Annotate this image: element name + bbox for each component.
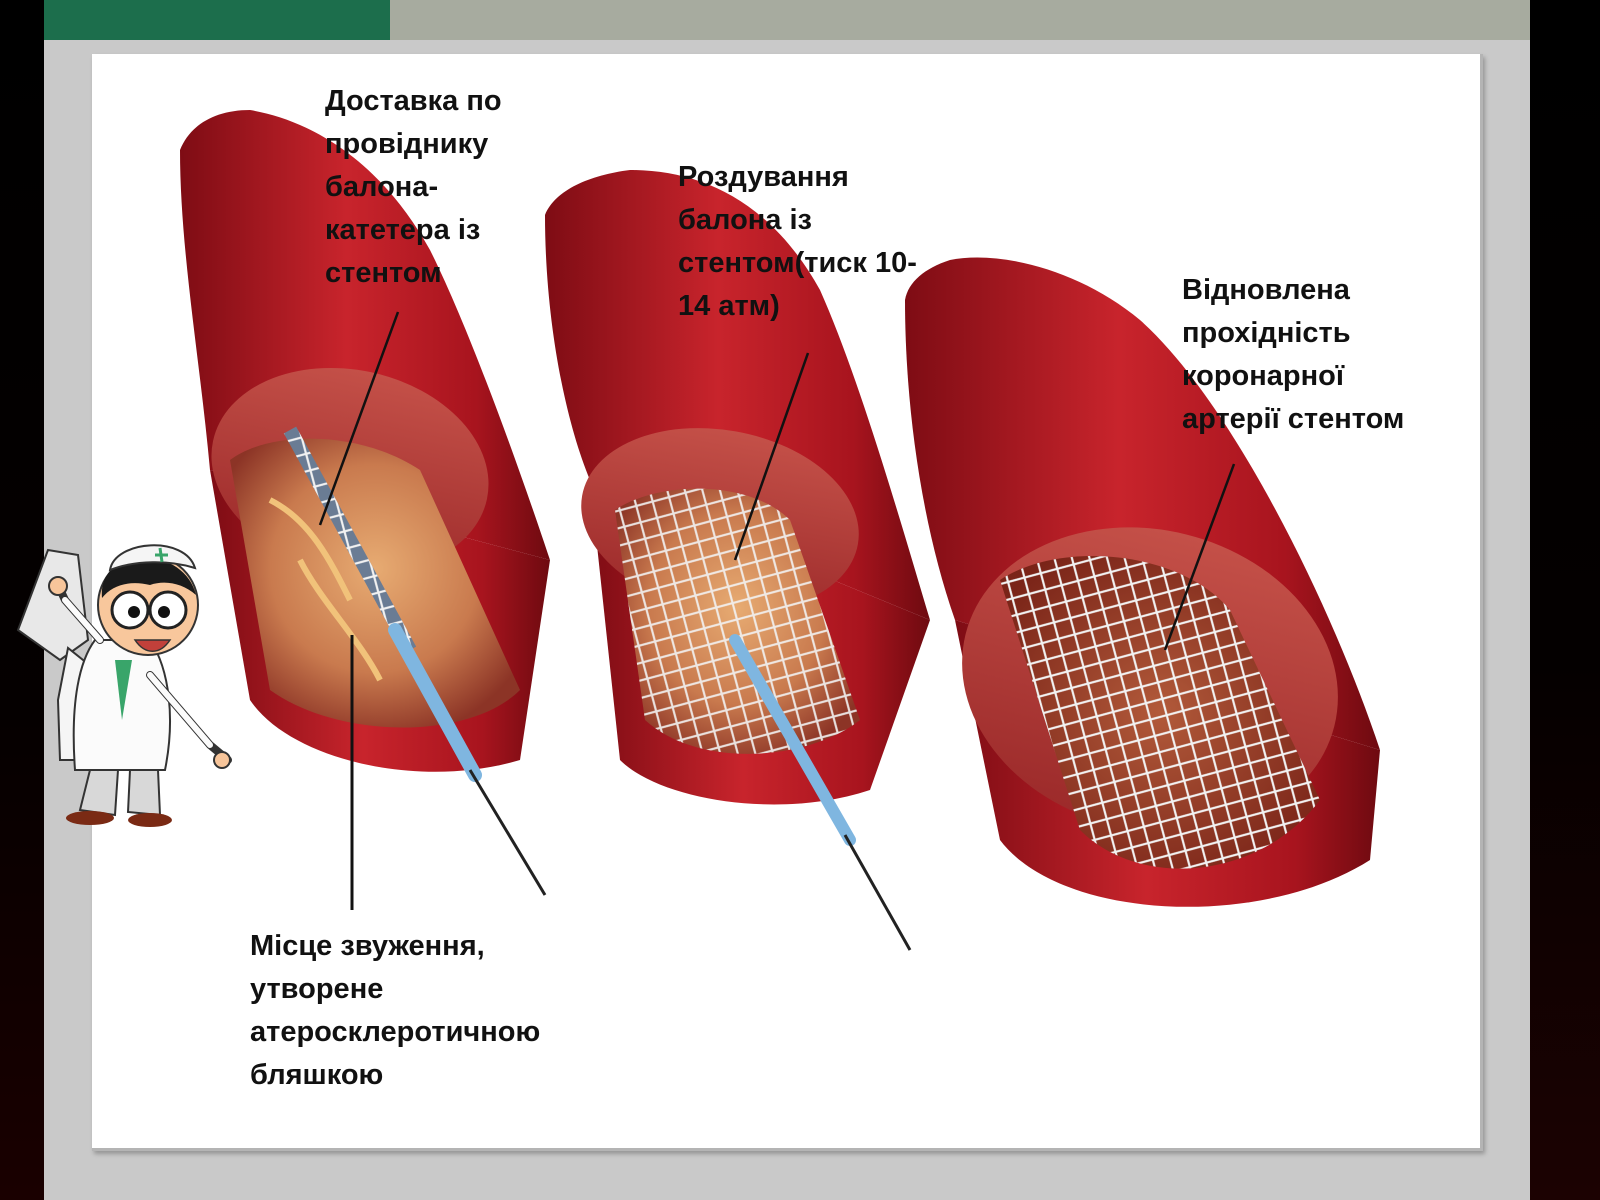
artery-3 bbox=[905, 257, 1380, 907]
background-right-edge bbox=[1530, 0, 1600, 1200]
cartoon-doctor-icon bbox=[16, 544, 232, 827]
leader-line-delivery bbox=[318, 311, 400, 526]
artery-1 bbox=[180, 110, 550, 896]
label-restored: Відновлена прохідність коронарної артері… bbox=[1182, 274, 1405, 435]
label-narrowing: Місце звуження, утворене атеросклеротичн… bbox=[250, 930, 541, 1091]
label-delivery: Доставка по провіднику балона- катетера … bbox=[325, 85, 502, 289]
label-inflation: Роздування балона із стентом(тиск 10- 14… bbox=[678, 161, 917, 322]
leader-line-restored bbox=[1163, 463, 1236, 651]
artery-2 bbox=[545, 170, 930, 951]
leader-line-inflation bbox=[733, 352, 810, 561]
top-bar-accent bbox=[44, 0, 390, 40]
